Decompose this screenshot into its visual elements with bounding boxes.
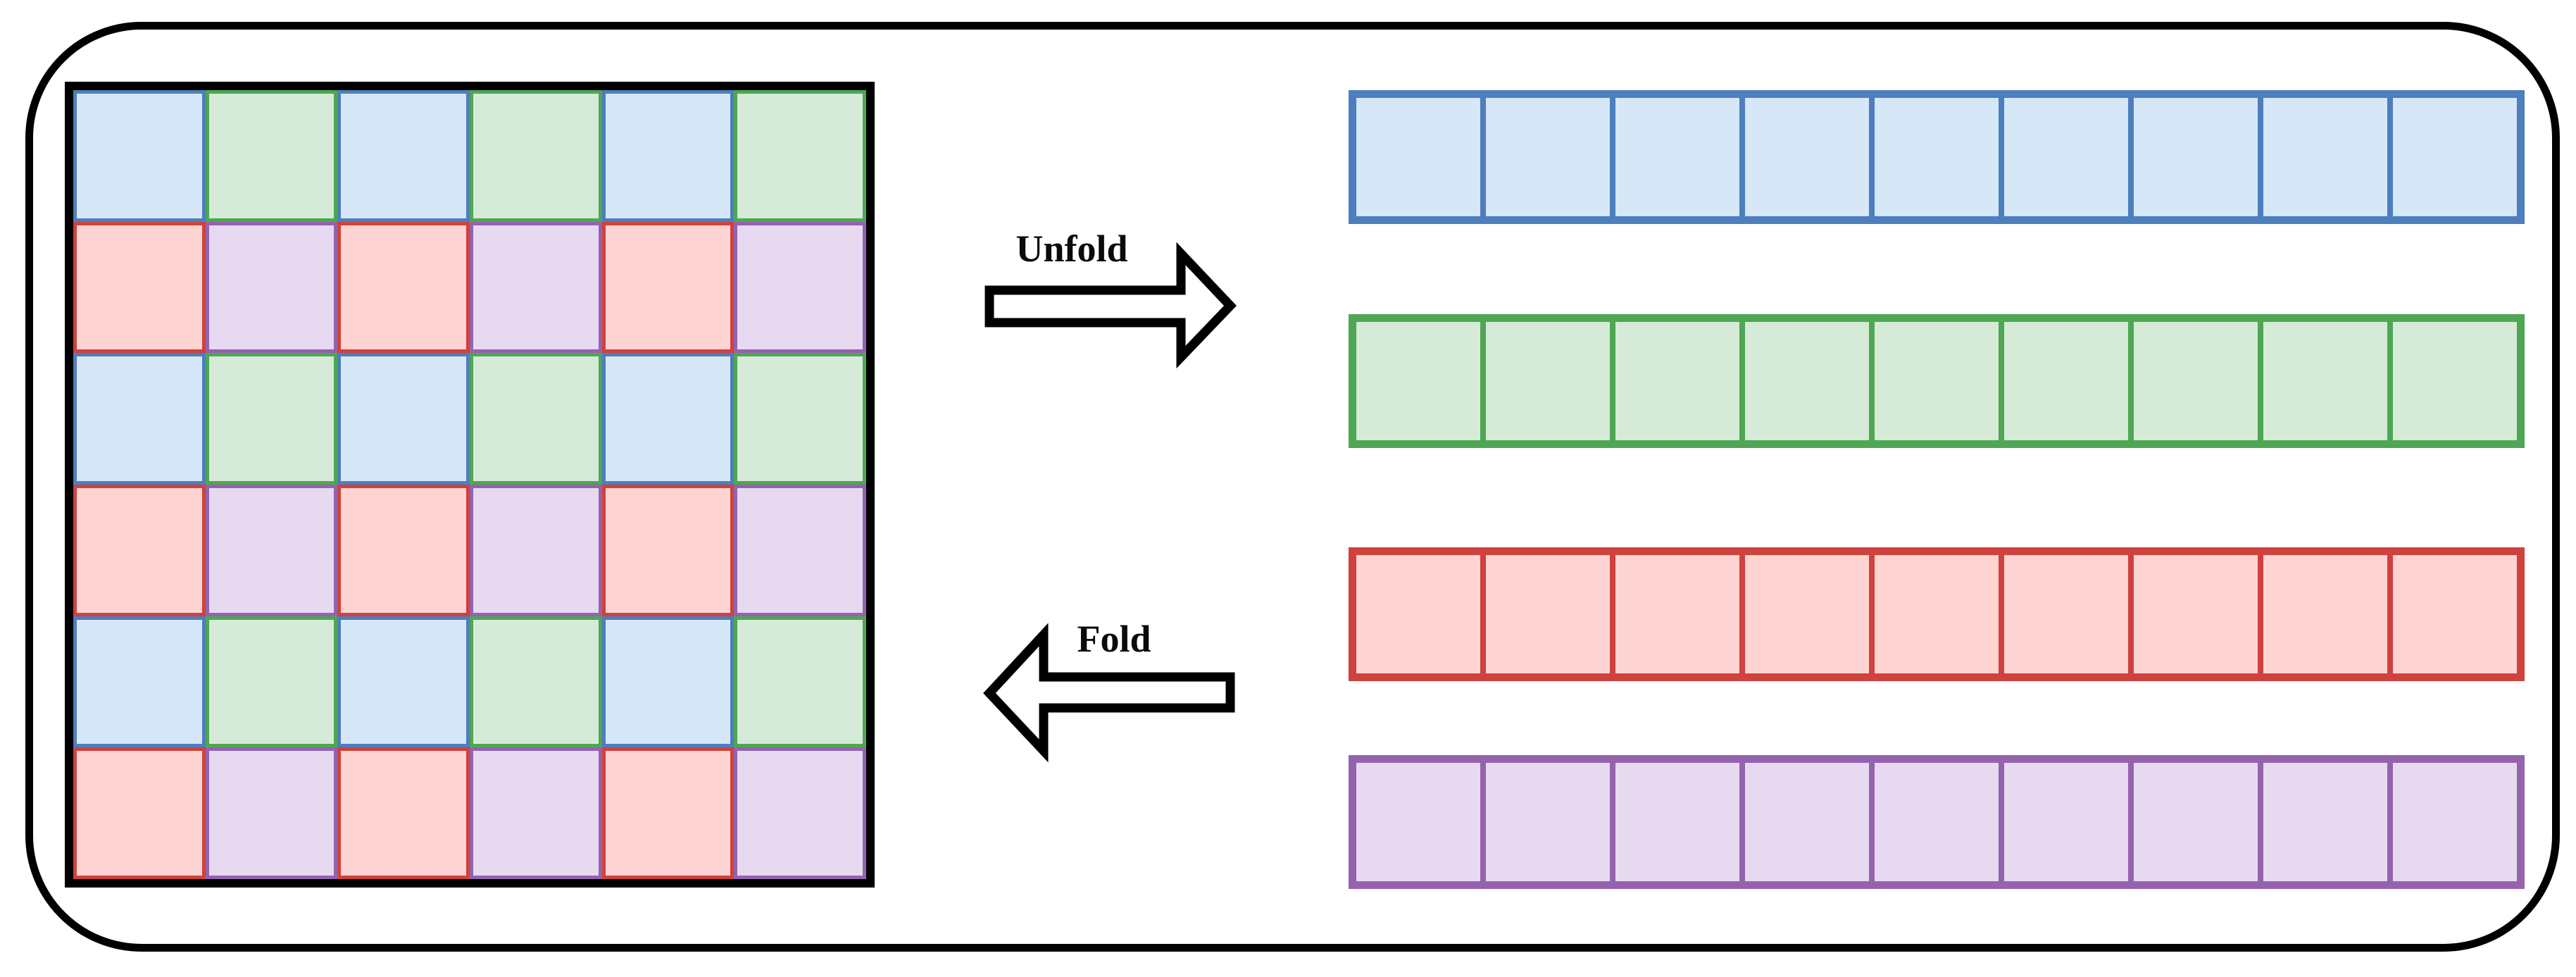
grid-cell-r3c3-blue [337,353,470,485]
grid-cell-r5c6-green [734,616,866,748]
grid-cell-r5c5-blue [601,616,734,748]
grid-cell-r1c6-green [734,90,866,222]
grid-cell-r2c5-red [601,221,734,354]
grid-cell-r5c3-blue [337,616,470,748]
patch-grid [65,82,875,888]
grid-cell-r3c1-blue [73,353,206,485]
grid-cell-r2c1-red [73,221,206,354]
grid-cell-r4c3-red [337,485,470,616]
grid-cell-r5c1-blue [73,616,206,748]
grid-cell-r1c2-green [205,90,338,222]
grid-cell-r5c4-green [470,616,602,748]
grid-cell-r1c5-blue [601,90,734,222]
fold-left-arrow-icon [983,623,1235,763]
unfold-label: Unfold [1015,228,1128,270]
grid-cell-r2c3-red [337,221,470,354]
grid-cell-r4c4-purple [470,485,602,616]
grid-cell-r4c1-red [73,485,206,616]
grid-cell-r3c4-green [470,353,602,485]
grid-cell-r4c2-purple [205,485,338,616]
grid-cell-r4c5-red [601,485,734,616]
grid-cell-r6c2-purple [205,747,338,879]
grid-cell-r3c2-green [205,353,338,485]
grid-cell-r6c6-purple [734,747,866,879]
grid-cell-r1c1-blue [73,90,206,222]
grid-cell-r5c2-green [205,616,338,748]
grid-cell-r1c4-green [470,90,602,222]
fold-label: Fold [1077,618,1151,660]
grid-cell-r2c2-purple [205,221,338,354]
grid-cell-r6c5-red [601,747,734,879]
grid-cell-r1c3-blue [337,90,470,222]
grid-cell-r6c1-red [73,747,206,879]
grid-cell-r3c5-blue [601,353,734,485]
grid-cell-r2c4-purple [470,221,602,354]
grid-cell-r3c6-green [734,353,866,485]
grid-cell-r6c4-purple [470,747,602,879]
grid-cell-r2c6-purple [734,221,866,354]
grid-cell-r4c6-purple [734,485,866,616]
unfold-right-arrow-icon [984,242,1237,369]
grid-cell-r6c3-red [337,747,470,879]
